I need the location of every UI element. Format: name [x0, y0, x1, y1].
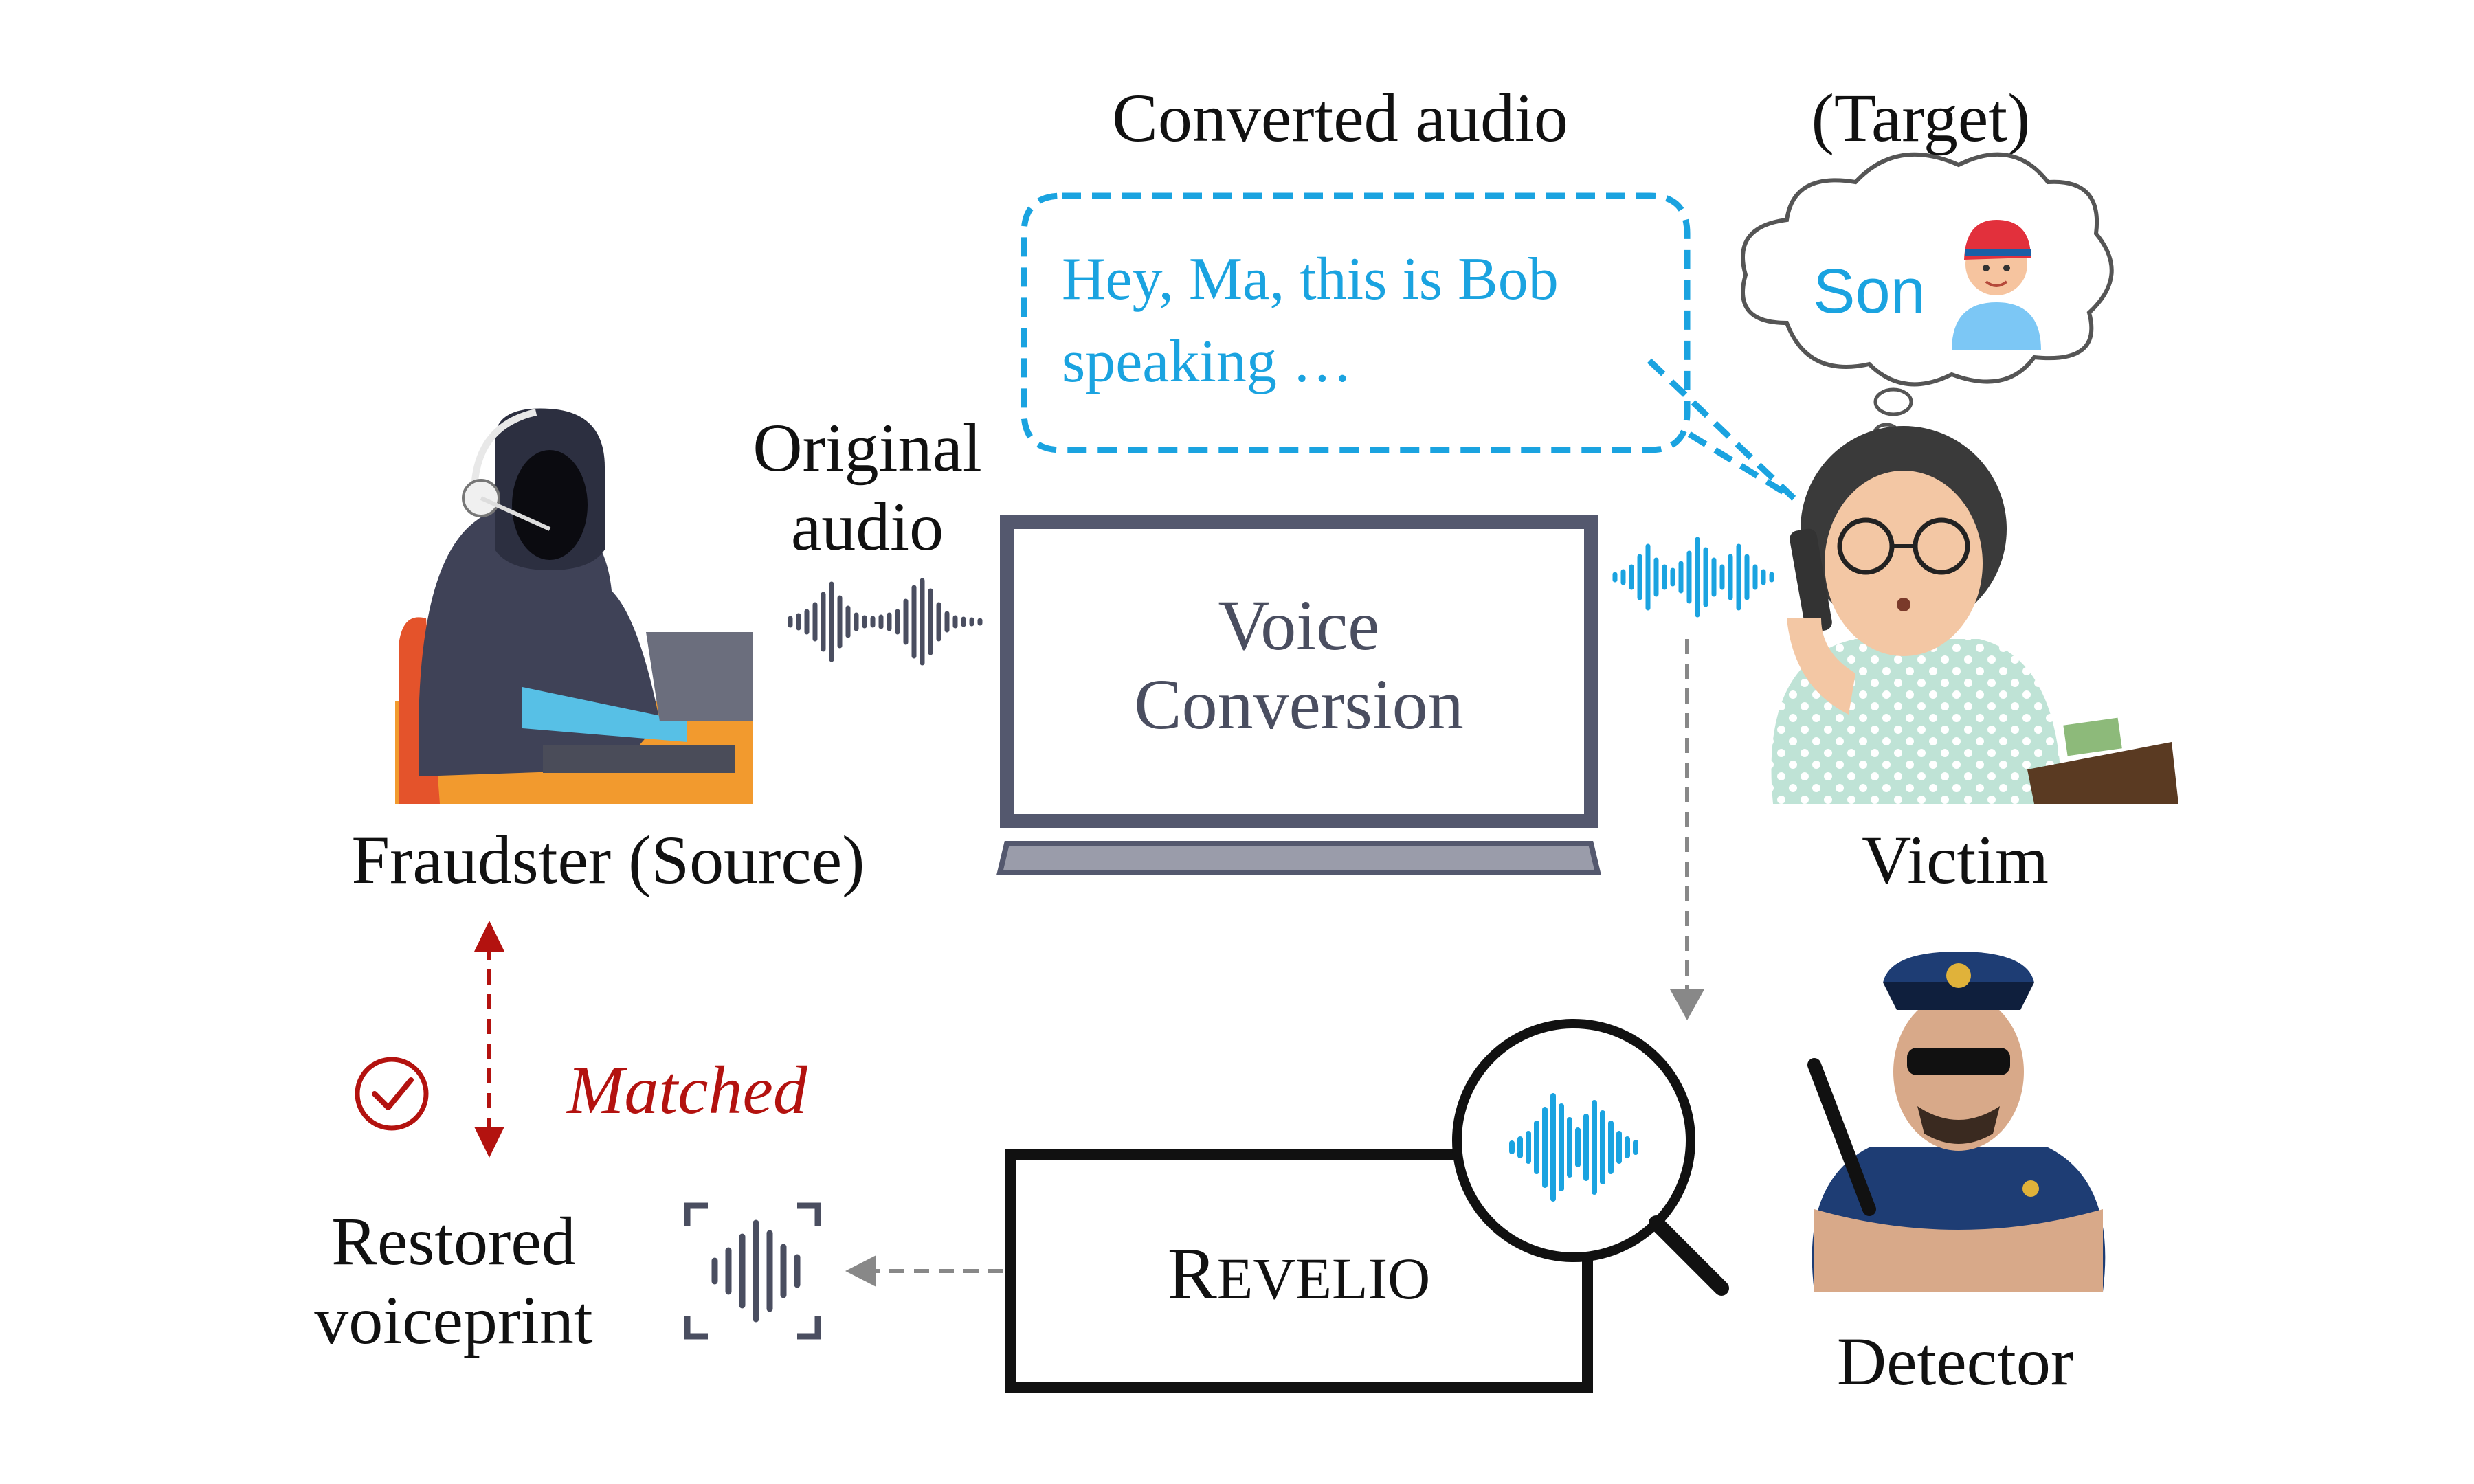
laptop-voice-conversion: Voice Conversion — [996, 515, 1602, 875]
magnifier-icon — [1452, 1019, 1729, 1296]
check-circle-icon — [355, 1057, 429, 1131]
voice-conversion-label-2: Conversion — [1134, 665, 1464, 744]
matched-arrowhead-down — [474, 1127, 504, 1158]
original-audio-label-1: Original — [753, 409, 981, 486]
victim-to-detector-arrowhead — [1670, 989, 1704, 1020]
magnified-waveform-icon — [1509, 1093, 1638, 1202]
matched-arrowhead-up — [474, 921, 504, 952]
restored-label-1: Restored — [331, 1203, 575, 1279]
original-audio-waveform-icon — [788, 578, 983, 666]
grandmother-phone-icon — [1771, 426, 2178, 804]
converted-audio-waveform-icon — [1612, 537, 1774, 618]
detector-label: Detector — [1837, 1323, 2073, 1399]
target-label: (Target) — [1812, 80, 2031, 156]
voiceprint-scan-icon — [684, 1202, 821, 1340]
voice-conversion-label-1: Voice — [1218, 586, 1380, 665]
matched-label: Matched — [566, 1052, 808, 1128]
fraudster-label: Fraudster (Source) — [352, 822, 865, 898]
son-label: Son — [1813, 256, 1926, 326]
speech-line-1: Hey, Ma, this is Bob — [1062, 246, 1559, 313]
converted-audio-label: Converted audio — [1112, 80, 1568, 156]
revelio-label: REVELIO — [1168, 1233, 1431, 1315]
revelio-to-voiceprint-arrowhead — [845, 1255, 876, 1287]
speech-bubble: Hey, Ma, this is Bob speaking … — [1021, 192, 1796, 501]
original-audio-label-2: audio — [791, 488, 944, 565]
police-officer-icon — [1807, 952, 2106, 1292]
hooded-hacker-icon — [395, 408, 753, 804]
speech-line-2: speaking … — [1062, 328, 1352, 395]
thought-cloud: Son — [1741, 152, 2114, 443]
victim-label: Victim — [1862, 822, 2049, 898]
revelio-box: REVELIO — [1005, 1149, 1593, 1393]
restored-label-2: voiceprint — [314, 1282, 593, 1358]
boy-cap-icon — [1952, 220, 2041, 350]
